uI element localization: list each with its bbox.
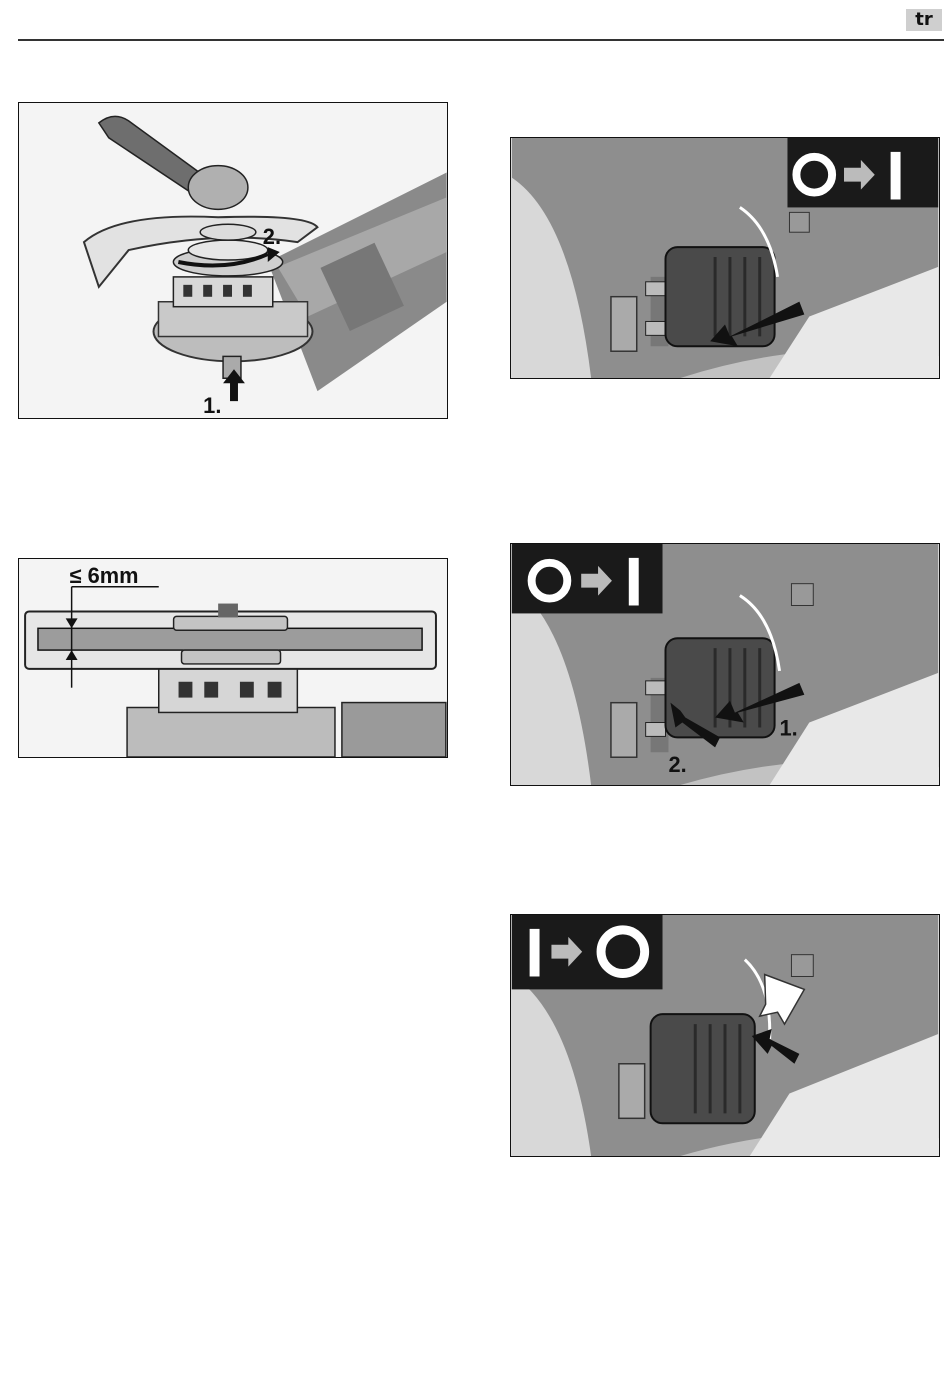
lock-step1-label: 1. (780, 715, 798, 740)
switch-off-illustration (511, 915, 939, 1156)
guard-mount-illustration: 1. 2. (19, 103, 447, 418)
disc-max-thickness-label: ≤ 6mm (70, 563, 139, 588)
language-badge: tr (906, 9, 942, 31)
figure-switch-on (510, 137, 940, 379)
switch-on-illustration (511, 138, 939, 378)
switch-on-lock-illustration: 1. 2. (511, 544, 939, 785)
figure-disc-thickness: ≤ 6mm (18, 558, 448, 758)
header-rule (18, 39, 944, 41)
guard-step1-label: 1. (203, 393, 221, 418)
figure-switch-on-lock: 1. 2. (510, 543, 940, 786)
disc-thickness-illustration: ≤ 6mm (19, 559, 447, 757)
lock-step2-label: 2. (668, 752, 686, 777)
guard-step2-label: 2. (263, 224, 281, 249)
figure-switch-off (510, 914, 940, 1157)
figure-guard-mount: 1. 2. (18, 102, 448, 419)
